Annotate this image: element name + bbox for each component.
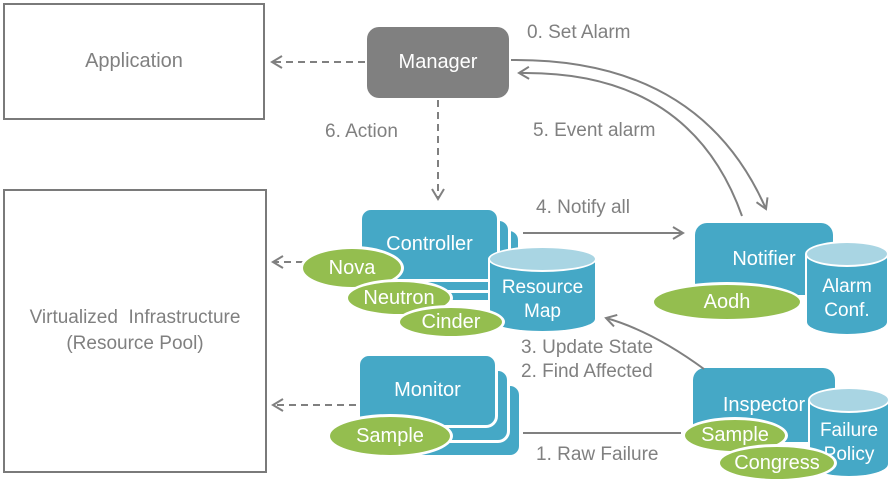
- virtualized-infrastructure-label-line2: (Resource Pool): [66, 333, 204, 354]
- resource-map-cylinder-top: [488, 246, 597, 272]
- alarm-conf-label: Alarm Conf.: [805, 263, 889, 334]
- flow-label-raw-failure: 1. Raw Failure: [536, 444, 659, 465]
- arrow-inspector-to-resource-map: [604, 313, 705, 370]
- resource-map-datastore: Resource Map: [488, 246, 597, 333]
- sample-monitor-plugin-ellipse: Sample: [327, 414, 453, 458]
- alarm-conf-datastore: Alarm Conf.: [805, 241, 889, 336]
- alarm-conf-label-line2: Conf.: [824, 299, 870, 321]
- failure-policy-cylinder-top: [808, 387, 890, 413]
- virtualized-infrastructure-box: Virtualized Infrastructure (Resource Poo…: [3, 189, 267, 473]
- flow-label-event-alarm: 5. Event alarm: [533, 120, 656, 141]
- arrow-set-alarm-curve: [510, 58, 769, 211]
- application-label: Application: [85, 50, 183, 72]
- alarm-conf-label-line1: Alarm: [822, 276, 872, 298]
- flow-label-set-alarm: 0. Set Alarm: [527, 22, 631, 43]
- aodh-label: Aodh: [703, 290, 751, 313]
- flow-label-action: 6. Action: [325, 121, 398, 142]
- failure-policy-label-line1: Failure: [819, 420, 879, 442]
- flow-label-notify-all: 4. Notify all: [536, 197, 630, 218]
- manager-label: Manager: [398, 51, 478, 73]
- application-box: Application: [3, 3, 265, 120]
- flow-label-find-affected: 2. Find Affected: [521, 361, 653, 382]
- inspector-label: Inspector: [722, 393, 806, 416]
- flow-label-update-state: 3. Update State: [521, 337, 654, 358]
- congress-label: Congress: [734, 451, 820, 474]
- sample-inspector-plugin-ellipse: Sample: [682, 417, 788, 454]
- controller-label: Controller: [386, 233, 473, 255]
- cinder-plugin-ellipse: Cinder: [397, 305, 505, 339]
- alarm-conf-cylinder-top: [805, 241, 889, 267]
- cinder-label: Cinder: [421, 310, 481, 333]
- aodh-plugin-ellipse: Aodh: [651, 282, 803, 322]
- monitor-label: Monitor: [394, 379, 461, 401]
- virtualized-infrastructure-label-line1: Virtualized Infrastructure: [29, 307, 241, 329]
- resource-map-label: Resource Map: [488, 268, 597, 331]
- sample-inspector-label: Sample: [701, 424, 769, 446]
- alarm-conf-cylinder-body: [805, 254, 889, 336]
- nova-label: Nova: [328, 256, 376, 279]
- congress-plugin-ellipse: Congress: [717, 444, 837, 482]
- resource-map-label-line2: Map: [524, 300, 561, 322]
- manager-node: Manager: [367, 27, 509, 98]
- notifier-label: Notifier: [732, 247, 796, 270]
- sample-monitor-label: Sample: [356, 424, 424, 447]
- arrow-event-alarm-curve: [517, 65, 743, 217]
- resource-map-label-line1: Resource: [501, 277, 584, 299]
- neutron-label: Neutron: [363, 286, 435, 309]
